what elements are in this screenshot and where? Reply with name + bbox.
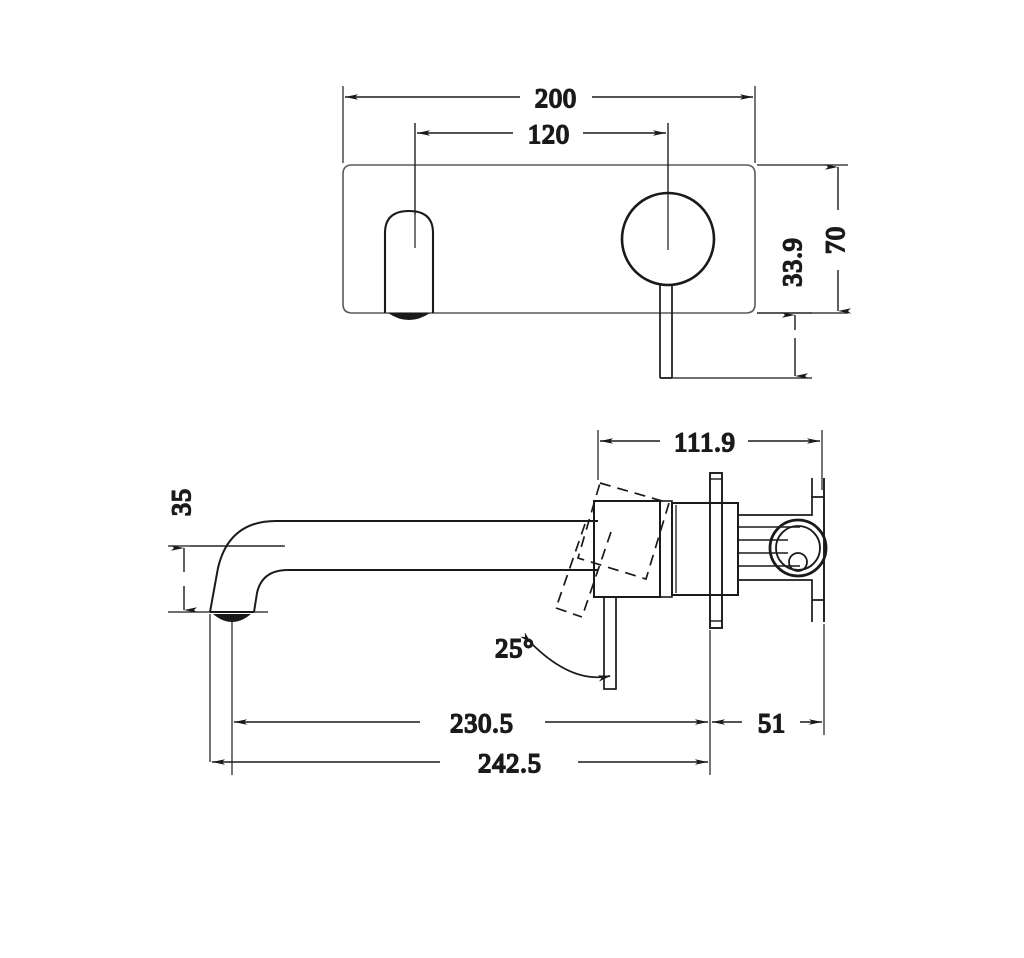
dimension-label-33-9: 33.9 bbox=[778, 237, 807, 287]
side-view-lever-open-dashed bbox=[555, 481, 671, 618]
dimension-label-200: 200 bbox=[535, 84, 577, 113]
side-view-cartridge-splines bbox=[738, 478, 825, 622]
dimension-label-230-5: 230.5 bbox=[450, 709, 514, 738]
side-view-spout-outline bbox=[190, 520, 598, 622]
dimension-plate-height-70: 70 bbox=[757, 164, 851, 314]
side-view-lever-closed bbox=[603, 596, 617, 690]
dimension-spout-height-35: 35 bbox=[166, 487, 285, 613]
dimension-handle-centre-33-9: 33.9 bbox=[660, 236, 812, 379]
extension-lines-bottom bbox=[209, 614, 825, 775]
dimension-overall-width-200: 200 bbox=[342, 83, 756, 163]
top-view-spout-outline bbox=[383, 209, 435, 320]
dimension-block-51: 51 bbox=[712, 708, 822, 739]
dimension-overall-projection-242-5: 242.5 bbox=[212, 748, 708, 779]
dimension-label-242-5: 242.5 bbox=[478, 749, 542, 778]
centre-lines-top-view bbox=[414, 123, 669, 250]
dimension-label-111-9: 111.9 bbox=[674, 428, 736, 457]
dimension-handle-projection-111-9: 111.9 bbox=[597, 427, 823, 490]
dimension-label-25-degrees: 25° bbox=[495, 634, 534, 663]
dimension-label-120: 120 bbox=[528, 120, 570, 149]
top-view-lever bbox=[659, 284, 673, 379]
dimension-centres-120: 120 bbox=[414, 119, 669, 215]
top-view-backplate bbox=[342, 164, 756, 314]
side-view-valve-body bbox=[593, 500, 739, 598]
side-view-handle-rosette bbox=[768, 518, 828, 578]
dimension-label-35: 35 bbox=[167, 488, 196, 516]
side-view-wall-flange bbox=[709, 472, 723, 629]
angle-arc-25-degrees bbox=[520, 632, 611, 682]
dimension-spout-projection-230-5: 230.5 bbox=[234, 708, 708, 739]
dimension-label-51: 51 bbox=[758, 709, 786, 738]
dimension-label-70: 70 bbox=[821, 226, 850, 254]
